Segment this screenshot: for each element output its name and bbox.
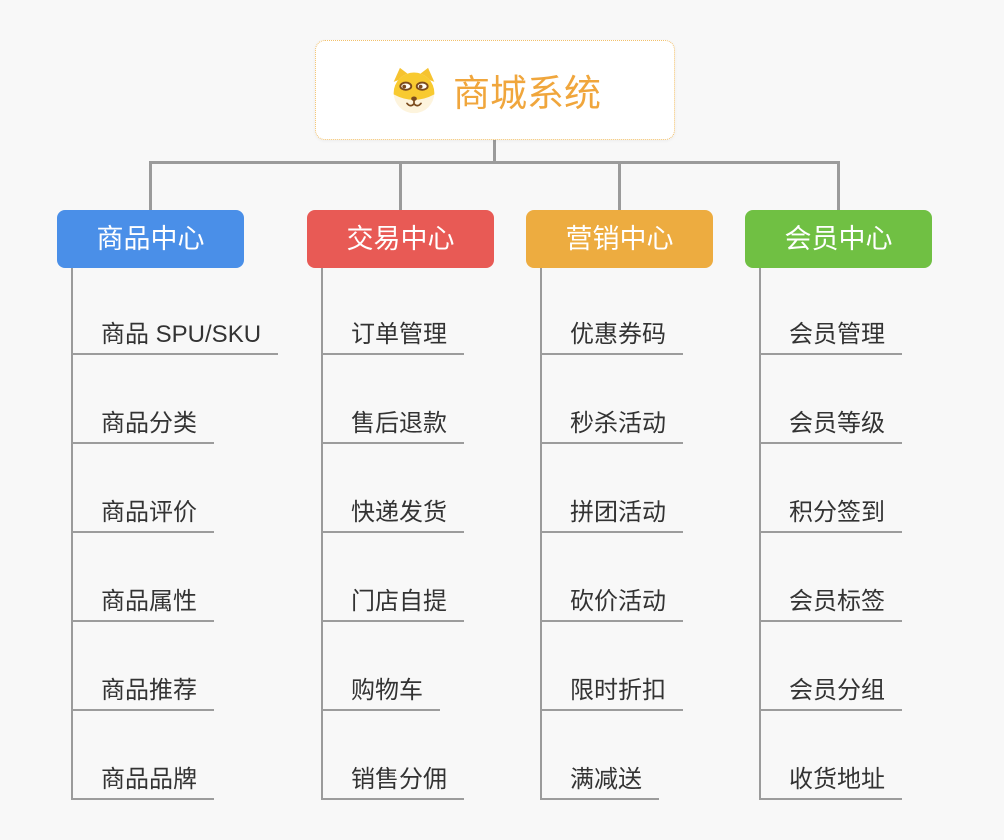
shiba-dog-icon	[389, 67, 439, 114]
column-spine-connector	[71, 268, 73, 798]
leaf-node[interactable]: 会员标签	[759, 582, 902, 622]
leaf-node[interactable]: 商品 SPU/SKU	[71, 315, 279, 355]
leaf-node[interactable]: 砍价活动	[540, 582, 683, 622]
root-stem-connector	[493, 140, 496, 163]
leaf-node[interactable]: 商品分类	[71, 404, 214, 444]
leaf-node[interactable]: 收货地址	[759, 760, 902, 800]
leaf-node[interactable]: 会员等级	[759, 404, 902, 444]
leaf-node[interactable]: 拼团活动	[540, 493, 683, 533]
leaf-node[interactable]: 售后退款	[321, 404, 464, 444]
leaf-node[interactable]: 商品推荐	[71, 671, 214, 711]
root-node[interactable]: 商城系统	[315, 40, 675, 140]
branch-node-product-center[interactable]: 商品中心	[57, 210, 244, 268]
branch-bus-connector	[149, 161, 840, 164]
leaf-node[interactable]: 会员管理	[759, 315, 902, 355]
leaf-node[interactable]: 满减送	[540, 760, 659, 800]
leaf-node[interactable]: 限时折扣	[540, 671, 683, 711]
branch-node-member-center[interactable]: 会员中心	[745, 210, 932, 268]
leaf-node[interactable]: 优惠券码	[540, 315, 683, 355]
leaf-node[interactable]: 商品品牌	[71, 760, 214, 800]
branch-node-marketing-center[interactable]: 营销中心	[526, 210, 713, 268]
branch-drop-connector	[618, 161, 621, 211]
column-spine-connector	[759, 268, 761, 798]
leaf-node[interactable]: 快递发货	[321, 493, 464, 533]
branch-drop-connector	[837, 161, 840, 211]
branch-node-trade-center[interactable]: 交易中心	[307, 210, 494, 268]
column-spine-connector	[540, 268, 542, 798]
leaf-node[interactable]: 销售分佣	[321, 760, 464, 800]
branch-drop-connector	[149, 161, 152, 211]
leaf-node[interactable]: 购物车	[321, 671, 440, 711]
leaf-node[interactable]: 门店自提	[321, 582, 464, 622]
leaf-node[interactable]: 秒杀活动	[540, 404, 683, 444]
leaf-node[interactable]: 积分签到	[759, 493, 902, 533]
root-node-title: 商城系统	[453, 73, 601, 114]
column-spine-connector	[321, 268, 323, 798]
leaf-node[interactable]: 商品属性	[71, 582, 214, 622]
leaf-node[interactable]: 商品评价	[71, 493, 214, 533]
branch-drop-connector	[399, 161, 402, 211]
leaf-node[interactable]: 订单管理	[321, 315, 464, 355]
leaf-node[interactable]: 会员分组	[759, 671, 902, 711]
